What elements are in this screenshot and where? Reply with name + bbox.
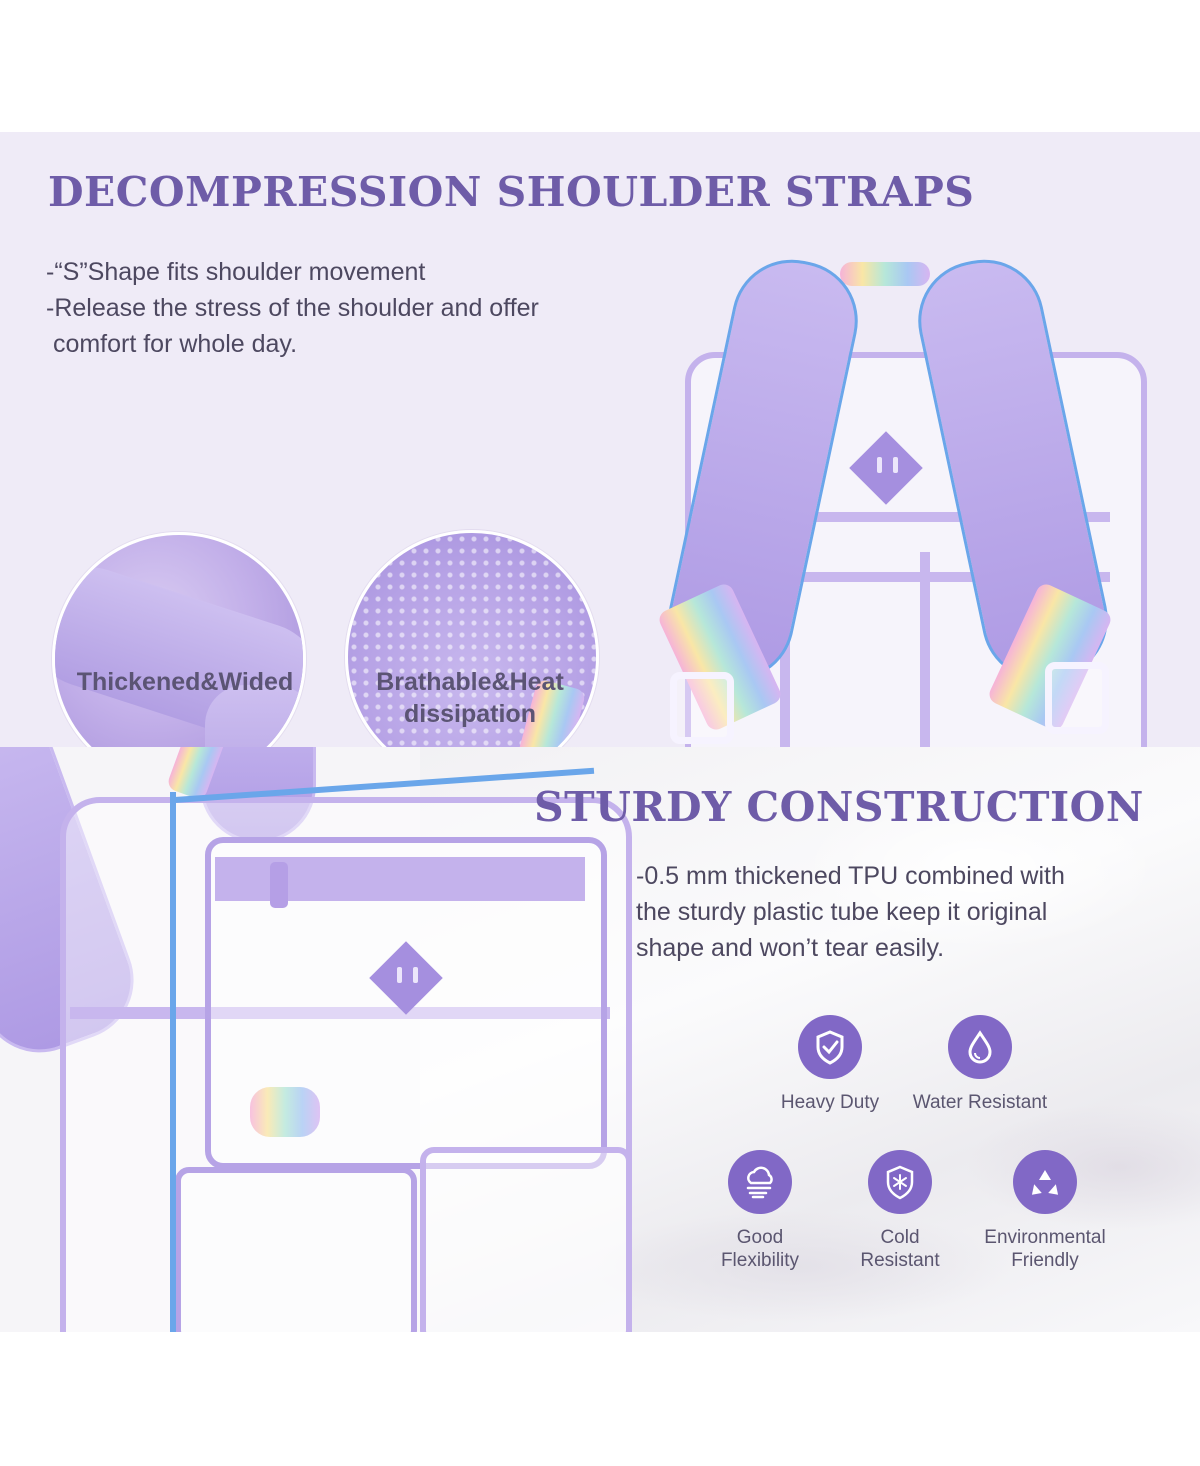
feature-heavy-duty: Heavy Duty	[760, 1015, 900, 1114]
construction-panel	[0, 747, 1200, 1332]
shield-check-icon	[798, 1015, 862, 1079]
feature-label: Environmental Friendly	[965, 1226, 1125, 1272]
construction-line-1: -0.5 mm thickened TPU combined with	[636, 862, 1065, 890]
feature-label: Heavy Duty	[780, 1092, 880, 1113]
feature-water-resistant: Water Resistant	[895, 1015, 1065, 1114]
water-drop-icon	[948, 1015, 1012, 1079]
feature-environmental-friendly: Environmental Friendly	[965, 1150, 1125, 1272]
mesh-strap-closeup	[345, 530, 599, 747]
straps-description: -“S”Shape fits shoulder movement -Releas…	[46, 254, 686, 362]
straps-line-2: -Release the stress of the shoulder and …	[46, 294, 539, 322]
feature-label: Good Flexibility	[700, 1226, 820, 1272]
feature-label-line-1: Good	[736, 1227, 784, 1248]
cloud-wind-icon	[728, 1150, 792, 1214]
zipper-pull	[270, 862, 288, 908]
backpack-back-view-image	[656, 248, 1180, 747]
straps-line-1: -“S”Shape fits shoulder movement	[46, 258, 426, 286]
caption-breathable: Brathable&Heat dissipation	[330, 666, 610, 730]
construction-heading: STURDY CONSTRUCTION	[534, 783, 1144, 831]
construction-line-3: shape and won’t tear easily.	[636, 934, 945, 962]
snowflake-shield-icon	[868, 1150, 932, 1214]
feature-label-line-2: Flexibility	[720, 1250, 800, 1271]
backpack-front-view-image	[0, 747, 632, 1332]
feature-label-line-1: Cold	[880, 1227, 920, 1248]
straps-panel	[0, 132, 1200, 747]
caption-thickened: Thickened&Wided	[76, 668, 294, 696]
caption-breathable-line-2: dissipation	[404, 700, 536, 728]
thickened-strap-closeup	[52, 532, 306, 747]
feature-label: Water Resistant	[912, 1092, 1048, 1113]
feature-label-line-2: Resistant	[860, 1250, 940, 1271]
feature-label-line-2: Friendly	[1011, 1250, 1079, 1271]
caption-breathable-line-1: Brathable&Heat	[376, 668, 564, 696]
straps-heading: DECOMPRESSION SHOULDER STRAPS	[48, 168, 975, 216]
construction-description: -0.5 mm thickened TPU combined with the …	[636, 858, 1176, 966]
feature-good-flexibility: Good Flexibility	[700, 1150, 820, 1272]
construction-line-2: the sturdy plastic tube keep it original	[636, 898, 1048, 926]
recycle-icon	[1013, 1150, 1077, 1214]
feature-label-line-1: Environmental	[984, 1227, 1106, 1248]
feature-cold-resistant: Cold Resistant	[840, 1150, 960, 1272]
straps-line-3: comfort for whole day.	[46, 330, 298, 358]
feature-label: Cold Resistant	[840, 1226, 960, 1272]
